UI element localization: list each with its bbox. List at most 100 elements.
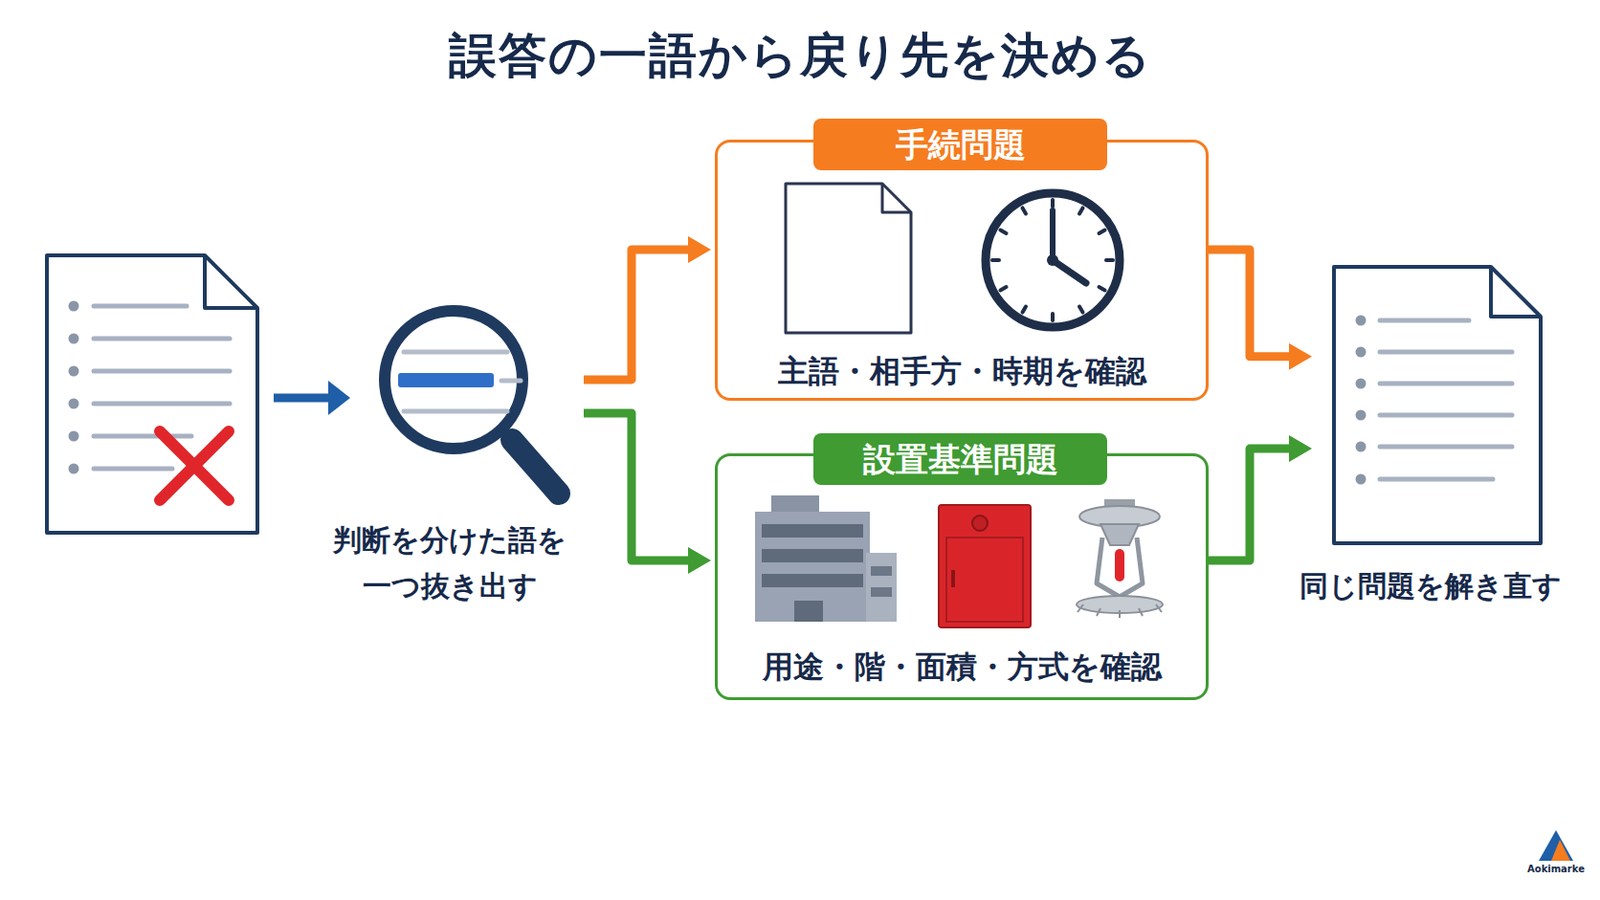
building-icon (755, 495, 897, 623)
retry-document (1355, 378, 1367, 390)
wrong-answer-document (93, 369, 230, 375)
sprinkler-icon (1096, 608, 1101, 617)
wrong-answer-document (46, 255, 258, 534)
retry-document (1333, 266, 1541, 544)
installation-standard-box: 設置基準問題用途・階・面積・方式を確認 (714, 453, 1209, 701)
clock-icon (1046, 254, 1059, 267)
wrong-answer-document (46, 255, 258, 534)
standard-return-arrow (1208, 448, 1291, 561)
logo-mark (1538, 830, 1574, 862)
retry-document (1379, 318, 1469, 324)
retry-document (1355, 442, 1367, 453)
diagram-title: 誤答の一語から戻り先を決める (0, 24, 1600, 87)
sprinkler-icon (1114, 549, 1125, 582)
building-icon (761, 524, 864, 538)
wrong-answer-document (68, 431, 80, 443)
box-heading-tab: 設置基準問題 (813, 433, 1108, 486)
building-icon (870, 566, 892, 577)
box-check-text: 主語・相手方・時期を確認 (717, 350, 1206, 393)
wrong-answer-document (93, 434, 192, 440)
retry-document (1379, 413, 1512, 419)
clock-tick (992, 258, 1000, 263)
watermark: Aokimarke (1517, 863, 1595, 877)
magnifier-icon (501, 378, 521, 384)
hydrant-cabinet-icon (946, 537, 1023, 623)
building-icon (755, 511, 870, 623)
retry-document (1379, 477, 1493, 483)
sprinkler-icon (1077, 604, 1084, 613)
wrong-answer-document (68, 301, 80, 312)
retry-document (1333, 266, 1541, 544)
wrong-answer-document (68, 366, 80, 378)
building-icon (870, 587, 892, 598)
clock-icon (985, 193, 1120, 328)
retry-document (1355, 410, 1367, 422)
sprinkler-icon (1077, 604, 1162, 619)
retry-document (1355, 315, 1367, 486)
wrong-answer-document (68, 464, 80, 475)
paper-icon (785, 183, 912, 334)
hydrant-cabinet-icon (938, 505, 1031, 628)
sprinkler-icon (1076, 499, 1163, 619)
magnifier-icon (384, 311, 559, 494)
wrong-answer-document (93, 466, 173, 472)
sprinkler-icon (1138, 608, 1143, 617)
clock-tick (1106, 258, 1113, 263)
clock-icon (1052, 260, 1087, 284)
clock-tick (1079, 207, 1084, 214)
sprinkler-icon (1100, 524, 1139, 546)
sprinkler-icon (1118, 610, 1121, 619)
building-icon (761, 574, 864, 588)
clock-tick (1098, 287, 1105, 291)
clock-icon (1049, 210, 1056, 261)
paper-icon (785, 183, 912, 334)
clock-tick (992, 200, 1113, 321)
box-heading-tab: 手続問題 (813, 118, 1108, 171)
clock-tick (1079, 306, 1084, 312)
wrong-answer-document (68, 399, 80, 410)
wrong-answer-document (93, 304, 187, 310)
clock-icon (985, 193, 1120, 328)
building-icon (794, 600, 823, 623)
magnifier-icon (403, 350, 508, 356)
logo-mark (1538, 830, 1574, 862)
sprinkler-icon (1096, 537, 1143, 598)
magnifier-icon (398, 373, 494, 388)
retry-step: 同じ問題を解き直す (1315, 258, 1546, 613)
step-caption: 同じ問題を解き直す (1282, 563, 1579, 610)
retry-document (1355, 315, 1367, 327)
wrong-answer-document (204, 255, 258, 309)
clock-tick (1000, 287, 1006, 291)
hydrant-cabinet-icon (938, 505, 1031, 628)
clock-tick (1022, 306, 1027, 312)
wrong-answer-document (68, 333, 80, 345)
procedure-branch-arrow (583, 249, 690, 380)
logo-mark (1551, 840, 1571, 862)
wrong-answer-document (159, 431, 229, 501)
step-caption: 判断を分けた語を 一つ抜き出す (315, 517, 584, 610)
box-check-text: 用途・階・面積・方式を確認 (717, 645, 1206, 689)
magnifier-icon (511, 440, 559, 494)
flow-arrow (273, 394, 333, 403)
wrong-answer-document (159, 431, 229, 501)
clock-tick (1098, 230, 1105, 235)
standard-branch-arrow (583, 413, 690, 561)
hydrant-cabinet-icon (951, 570, 956, 588)
retry-document (1379, 350, 1512, 356)
magnifier-icon (384, 311, 523, 449)
clock-tick (1000, 230, 1006, 235)
magnifier-icon (403, 409, 508, 415)
wrong-answer-document (159, 431, 229, 501)
clock-tick (1050, 200, 1055, 207)
extract-step: 判断を分けた語を 一つ抜き出す (315, 287, 584, 613)
hydrant-cabinet-icon (972, 515, 988, 532)
sprinkler-icon (1155, 604, 1162, 613)
retry-document (1355, 347, 1367, 358)
building-icon (866, 553, 897, 623)
retry-document (1379, 320, 1512, 480)
retry-document (1379, 381, 1512, 387)
wrong-answer-document (93, 401, 230, 407)
